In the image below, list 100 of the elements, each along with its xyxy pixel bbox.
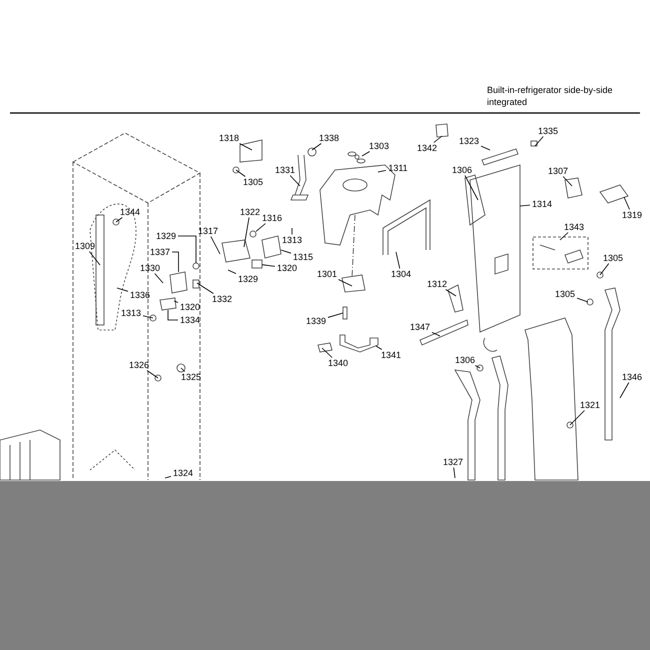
- leader-line: [280, 250, 292, 254]
- leader-line: [244, 217, 250, 248]
- leader-line: [290, 175, 300, 186]
- callout-number: 1326: [127, 360, 151, 370]
- callout-number: 1315: [291, 252, 315, 262]
- callout-number: 1321: [578, 400, 602, 410]
- callout-number: 1325: [179, 372, 203, 382]
- leader-line: [142, 315, 154, 318]
- callout-number: 1317: [196, 226, 220, 236]
- leader-line: [562, 176, 572, 186]
- leader-line: [312, 143, 322, 150]
- callout-number: 1305: [601, 252, 625, 264]
- leader-line: [520, 204, 530, 206]
- callout-number: 1307: [546, 166, 570, 176]
- leader-line: [178, 236, 196, 264]
- leader-line: [328, 312, 344, 318]
- callout-number: 1301: [315, 268, 339, 280]
- callout-number: 1334: [178, 314, 202, 326]
- leader-line: [474, 365, 480, 368]
- callout-number: 1306: [453, 354, 477, 366]
- callout-number: 1312: [425, 278, 449, 290]
- callout-number: 1303: [367, 140, 391, 152]
- callout-number: 1337: [148, 246, 172, 258]
- callout-number: 1324: [171, 468, 195, 478]
- leader-line: [560, 232, 568, 240]
- leader-line: [396, 252, 400, 269]
- callout-number: 1304: [389, 268, 413, 280]
- leader-line: [576, 298, 588, 302]
- callout-number: 1327: [441, 456, 465, 468]
- callout-number: 1341: [379, 350, 403, 360]
- callout-number: 1329: [236, 274, 260, 284]
- leader-line: [453, 467, 456, 478]
- callout-number: 1340: [326, 358, 350, 368]
- callout-number: 1323: [457, 136, 481, 146]
- callout-number: 1339: [304, 316, 328, 326]
- bracket-part-drawing: [252, 260, 262, 268]
- leader-line: [376, 346, 382, 350]
- screw-part-drawing: [192, 262, 200, 270]
- callout-number: 1313: [119, 308, 143, 318]
- callout-number: 1305: [241, 176, 265, 188]
- leader-line: [378, 170, 386, 172]
- callout-number: 1316: [260, 212, 284, 224]
- callout-number: 1309: [73, 240, 97, 252]
- callout-number: 1331: [273, 164, 297, 176]
- callout-number: 1336: [128, 290, 152, 300]
- callout-number: 1344: [118, 206, 142, 218]
- leader-line: [210, 236, 220, 254]
- leader-line: [164, 476, 172, 478]
- callout-number: 1347: [408, 322, 432, 332]
- callout-number: 1322: [238, 206, 262, 218]
- leader-line: [338, 279, 352, 286]
- leader-line: [256, 223, 266, 232]
- bracket-part-drawing: [262, 236, 282, 258]
- leader-line: [239, 143, 252, 150]
- leader-line: [600, 263, 610, 276]
- callout-number: 1329: [154, 230, 178, 242]
- bracket-part-drawing: [170, 272, 188, 294]
- leader-line: [172, 252, 179, 272]
- callout-number: 1332: [210, 294, 234, 304]
- leader-line: [322, 348, 333, 358]
- leader-line: [570, 410, 585, 426]
- leader-line: [168, 310, 178, 320]
- callout-number: 1320: [275, 262, 299, 274]
- leader-line: [116, 288, 128, 292]
- leader-line: [228, 270, 236, 274]
- callout-number: 1306: [450, 164, 474, 176]
- leader-line: [362, 151, 370, 156]
- callout-number: 1335: [536, 126, 560, 136]
- leader-line: [146, 370, 158, 378]
- leader-line: [620, 382, 630, 398]
- leader-line: [88, 251, 100, 266]
- leader-line: [196, 282, 214, 294]
- leader-line: [534, 136, 544, 146]
- document-subtitle: Built-in-refrigerator side-by-side integrated: [487, 84, 614, 108]
- callout-number: 1313: [280, 234, 304, 246]
- leader-line: [154, 273, 164, 284]
- callout-number: 1338: [317, 132, 341, 144]
- leader-line: [445, 289, 456, 296]
- callout-number: 1330: [138, 262, 162, 274]
- leader-line: [116, 217, 123, 222]
- leader-line: [236, 170, 246, 177]
- callout-number: 1314: [530, 198, 554, 210]
- callout-number: 1311: [386, 162, 410, 174]
- callout-number: 1305: [553, 288, 577, 300]
- leader-line: [432, 332, 440, 336]
- screw-part-drawing: [250, 230, 256, 238]
- leader-line: [262, 264, 276, 267]
- bracket-part-drawing: [160, 298, 176, 310]
- callout-number: 1346: [620, 372, 644, 382]
- leader-line: [433, 136, 442, 143]
- leader-line: [464, 175, 478, 200]
- leader-line: [174, 300, 178, 303]
- callout-number: 1343: [562, 222, 586, 232]
- leader-line: [180, 368, 186, 372]
- callout-number: 1320: [178, 302, 202, 312]
- leader-line: [480, 146, 490, 150]
- callout-number: 1319: [620, 210, 644, 220]
- leader-line: [624, 196, 630, 210]
- callout-number: 1342: [415, 142, 439, 154]
- callout-number: 1318: [217, 132, 241, 144]
